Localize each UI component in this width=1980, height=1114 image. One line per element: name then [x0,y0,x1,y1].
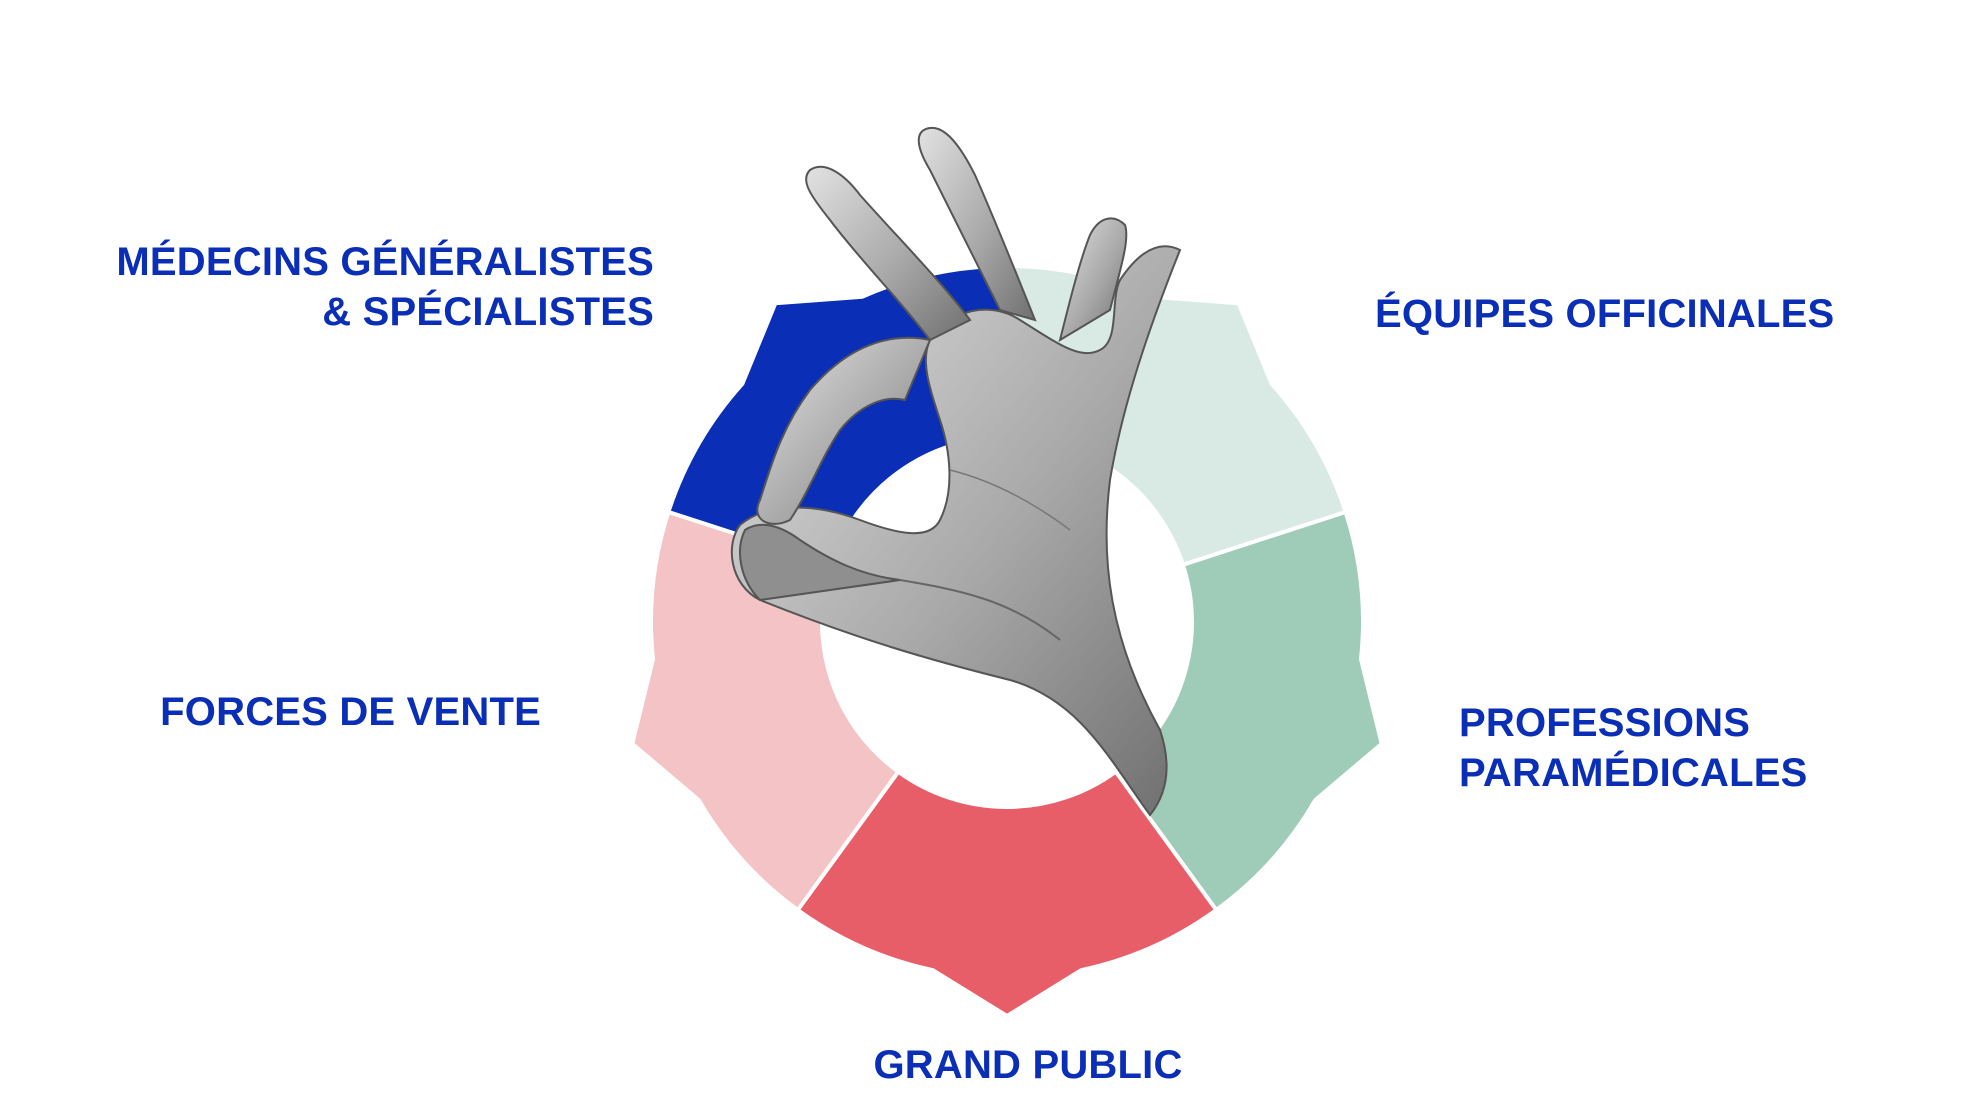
label-equipes-line-1: ÉQUIPES OFFICINALES [1375,292,1835,336]
label-equipes: ÉQUIPES OFFICINALES [1375,289,1834,339]
label-medecins: MÉDECINS GÉNÉRALISTES & SPÉCIALISTES [116,237,654,337]
label-professions: PROFESSIONS PARAMÉDICALES [1459,698,1808,798]
label-medecins-line-1: MÉDECINS GÉNÉRALISTES [116,240,654,284]
ok-hand-icon [730,126,1182,817]
label-professions-line-2: PARAMÉDICALES [1459,751,1808,795]
label-grand-public-line-1: GRAND PUBLIC [873,1043,1183,1087]
label-grand-public: GRAND PUBLIC [873,1040,1182,1090]
segment-forces [630,509,902,913]
label-professions-line-1: PROFESSIONS [1459,701,1751,745]
label-forces-line-1: FORCES DE VENTE [160,690,541,734]
label-forces-de-vente: FORCES DE VENTE [160,687,541,737]
label-medecins-line-2: & SPÉCIALISTES [322,290,654,334]
